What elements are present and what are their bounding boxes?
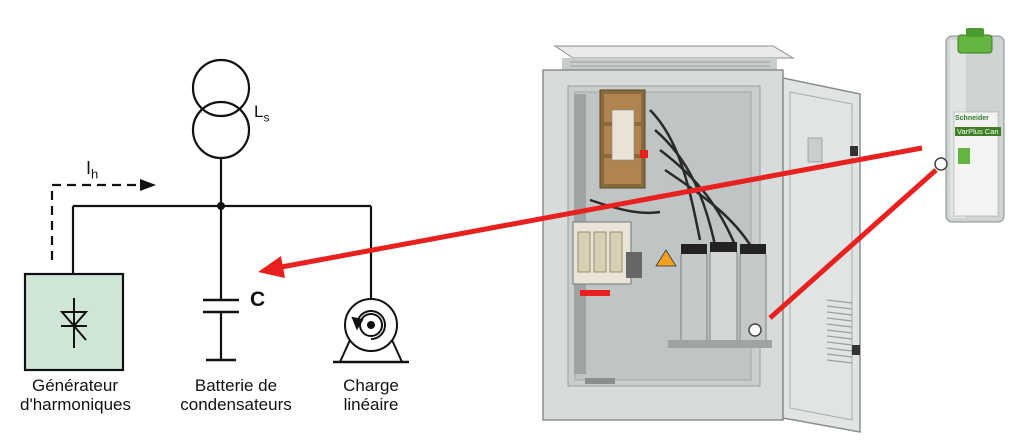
harmonic-generator-label-line2: d'harmoniques [20, 395, 131, 414]
varplus-can [945, 28, 1005, 223]
arrow-to-capacitor-symbol [275, 145, 923, 271]
thyristor-icon [59, 298, 89, 348]
can-brand-text: Schneider [955, 115, 989, 122]
arrow-end-marker [748, 323, 762, 337]
transformer-label: Ls [254, 102, 270, 125]
transformer-lower-coil [191, 100, 251, 160]
can-product-text: VarPlus Can [955, 127, 1001, 136]
arrow-origin-marker [934, 157, 948, 171]
capacitor-bank-label-line1: Batterie de [194, 376, 278, 395]
cabinet-wiring [589, 109, 754, 249]
capacitor-label: C [250, 288, 266, 311]
motor-load-icon [333, 298, 409, 364]
warning-label [655, 249, 677, 267]
cabinet-roof [553, 45, 795, 72]
harmonic-current-arrowhead [140, 179, 156, 191]
pointer-arrows [258, 145, 948, 337]
capacitor-bank-label-line2: condensateurs [180, 395, 292, 414]
arrowhead-to-capacitor-symbol [258, 256, 285, 278]
harmonic-generator-label-line1: Générateur [32, 376, 118, 395]
harmonic-current-label: Ih [86, 158, 99, 182]
cabinet-reactor [599, 89, 648, 189]
cabinet-door [782, 77, 861, 433]
cabinet-base-slot [585, 378, 615, 384]
linear-load-label-line1: Charge [343, 376, 399, 395]
cabinet-capacitors [668, 242, 772, 348]
harmonic-current-path [50, 183, 140, 260]
arrow-to-cabinet-capacitors [768, 168, 938, 320]
linear-load-label: Charge linéaire [326, 376, 416, 414]
fuse-switch [572, 221, 642, 296]
harmonic-generator-label: Générateur d'harmoniques [20, 376, 131, 414]
linear-load-label-line2: linéaire [343, 395, 399, 414]
transformer-upper-coil [191, 58, 251, 118]
capacitor-bank-label: Batterie de condensateurs [171, 376, 301, 414]
